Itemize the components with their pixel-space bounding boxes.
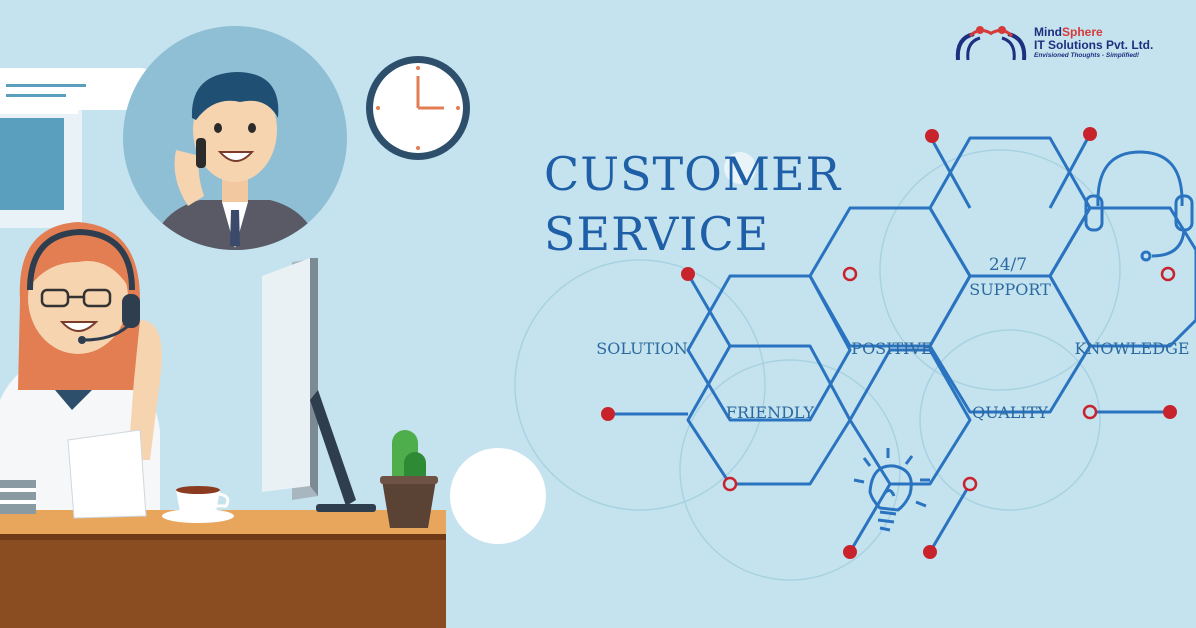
coffee-cup-icon [162,486,234,523]
node-dot [925,129,939,143]
headline: CUSTOMER SERVICE [544,147,842,261]
logo-company-name: MindSphere [1034,26,1153,39]
label-quality: QUALITY [972,403,1048,422]
label-support: SUPPORT [969,280,1051,299]
node-dot [601,407,615,421]
node-dot [1083,127,1097,141]
hex-labels: 24/7 SUPPORT SOLUTION POSITIVE KNOWLEDGE… [596,255,1189,422]
label-positive: POSITIVE [851,339,932,358]
logo-name-mind: Mind [1034,25,1062,39]
headline-line2: SERVICE [544,207,769,261]
node-ring [1160,266,1176,282]
logo-text: MindSphere IT Solutions Pvt. Ltd. Envisi… [1034,26,1153,60]
white-bubble [450,448,546,544]
connector-lines [608,133,1170,553]
logo-mark [955,26,1027,61]
phone-icon [196,138,206,168]
white-bubble [724,152,756,184]
clock-icon [366,56,470,160]
node-dot [923,545,937,559]
node-dot [681,267,695,281]
window-frame [0,100,82,228]
headline-line1: CUSTOMER [544,147,842,201]
brand-logo: MindSphere IT Solutions Pvt. Ltd. Envisi… [950,24,1180,70]
node-ring [842,266,858,282]
node-ring [962,476,978,492]
background-circles [514,149,1121,581]
hex-positive [808,206,972,348]
hex-quality [928,274,1092,414]
label-247: 24/7 [989,255,1027,275]
logo-tagline: Envisioned Thoughts - Simplified! [1034,52,1140,59]
red-nodes [601,127,1177,559]
speech-bubble [0,68,165,112]
node-ring [1082,404,1098,420]
hex-solution [686,274,852,422]
node-ring [722,476,738,492]
label-solution: SOLUTION [596,339,687,358]
headset-icon [1084,150,1194,262]
node-dot [1163,405,1177,419]
headset-band [27,228,135,291]
computer-monitor-icon [262,258,376,512]
background-bubbles [450,152,756,544]
lightbulb-icon [853,448,930,532]
caller-avatar [123,26,347,250]
logo-company-type: IT Solutions Pvt. Ltd. [1034,38,1154,52]
node-dot [843,545,857,559]
logo-name-sphere: Sphere [1062,25,1103,39]
support-agent [0,222,162,519]
desk [0,510,446,628]
label-knowledge: KNOWLEDGE [1074,339,1189,358]
label-friendly: FRIENDLY [726,403,815,422]
cactus-plant-icon [380,430,438,528]
